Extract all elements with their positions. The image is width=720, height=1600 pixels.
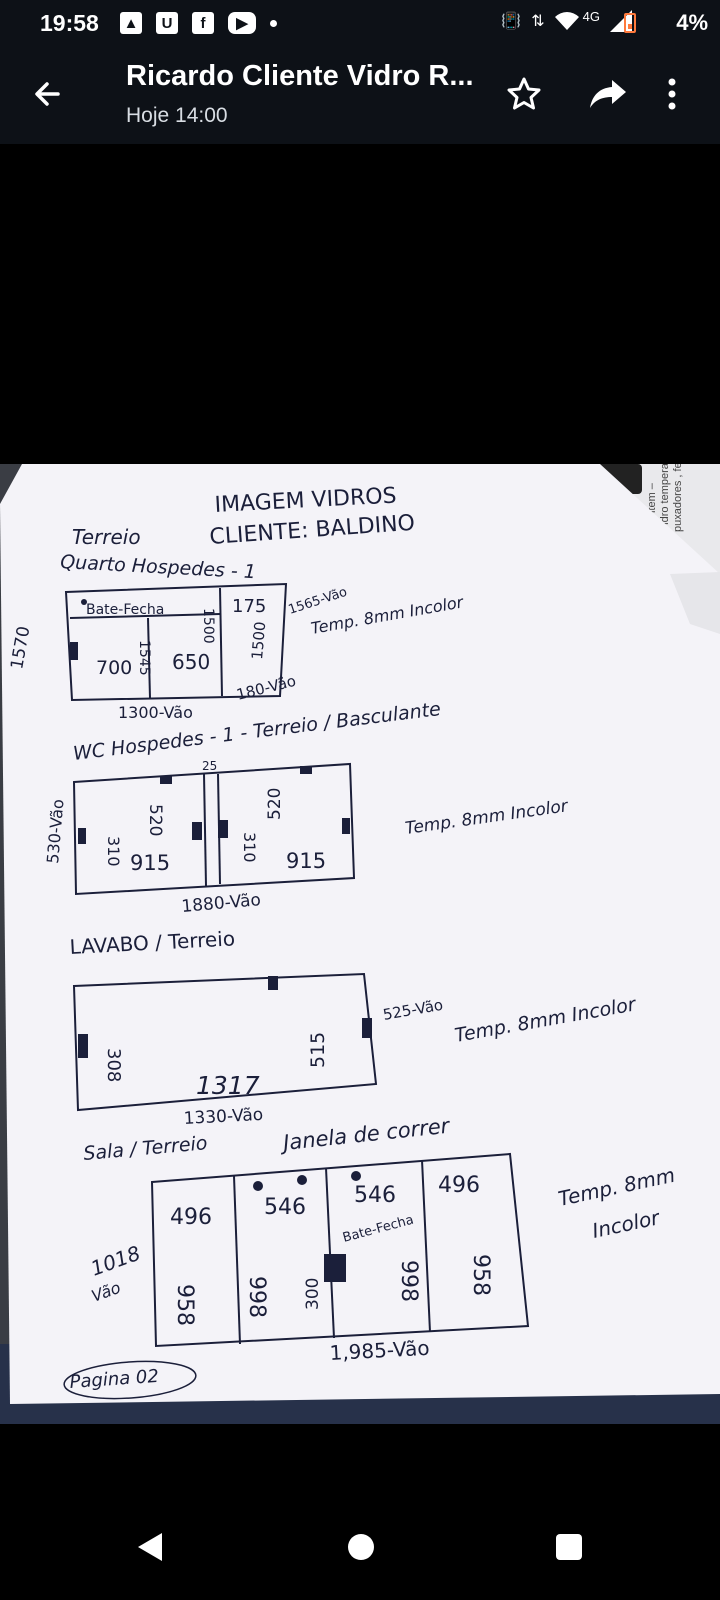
s1-window-drawing <box>64 582 288 702</box>
star-icon[interactable] <box>504 74 544 114</box>
photo[interactable]: 17- item – Vidro tempera puxadores , fe … <box>0 464 720 1424</box>
s1-label-650: 650 <box>172 650 210 674</box>
dot-icon <box>270 20 277 27</box>
s4-label-958b: 958 <box>468 1254 493 1296</box>
s2-label-915b: 915 <box>286 849 326 873</box>
s4-label-546a: 546 <box>264 1195 306 1220</box>
s2-label-915a: 915 <box>130 851 170 875</box>
notification-icons: ▲ U f ▶ <box>120 12 277 34</box>
data-arrows-icon: ⇅ <box>531 13 545 30</box>
app-bar: Ricardo Cliente Vidro R... Hoje 14:00 <box>0 48 720 144</box>
s4-label-546b: 546 <box>354 1183 396 1208</box>
navigation-bar <box>0 1500 720 1600</box>
s4-label-300: 300 <box>303 1278 323 1310</box>
s1-label-bate-fecha: Bate-Fecha <box>86 602 164 618</box>
side-sheet-line-2: Vidro tempera <box>659 464 671 532</box>
s1-label-700: 700 <box>96 657 132 679</box>
s1-label-1300-vao: 1300-Vão <box>118 703 193 722</box>
signal-icon <box>610 10 632 32</box>
share-icon[interactable] <box>586 74 630 114</box>
page-title: Ricardo Cliente Vidro R... <box>126 60 474 92</box>
s1-label-1545: 1545 <box>136 640 152 676</box>
s3-label-515: 515 <box>307 1032 329 1068</box>
back-arrow-icon[interactable] <box>28 74 68 114</box>
recents-square-icon[interactable] <box>556 1534 582 1560</box>
s4-label-496b: 496 <box>438 1173 480 1198</box>
s4-window-drawing <box>150 1152 530 1348</box>
s2-label-25: 25 <box>202 759 217 773</box>
s2-label-520b: 520 <box>265 788 285 820</box>
battery-percent: 4% <box>676 10 708 35</box>
handwritten-sheet: 17- item – Vidro tempera puxadores , fe … <box>0 464 720 1424</box>
s3-label-1317: 1317 <box>196 1071 260 1100</box>
s3-label-1330-vao: 1330-Vão <box>183 1105 263 1129</box>
s4-label-1985-vao: 1,985-Vão <box>329 1336 430 1365</box>
s4-label-496a: 496 <box>170 1205 212 1230</box>
s2-label-310b: 310 <box>240 832 259 863</box>
s1-label-175: 175 <box>232 596 266 617</box>
image-viewer[interactable]: 17- item – Vidro tempera puxadores , fe … <box>0 144 720 1504</box>
vibrate-icon: 📳 <box>501 13 522 30</box>
home-circle-icon[interactable] <box>348 1534 374 1560</box>
gallery-icon: ▲ <box>120 12 142 34</box>
s2-label-520a: 520 <box>145 804 165 836</box>
page-subtitle: Hoje 14:00 <box>126 104 228 127</box>
more-vert-icon[interactable] <box>664 74 680 114</box>
s1-title-1: Terreio <box>72 525 141 549</box>
status-time: 19:58 <box>40 10 99 36</box>
s4-label-998b: 998 <box>396 1260 421 1302</box>
wifi-icon <box>554 12 579 30</box>
u-app-icon: U <box>156 12 178 34</box>
s4-label-958a: 958 <box>172 1284 197 1326</box>
s4-label-998a: 998 <box>244 1276 269 1318</box>
s1-label-1500b: 1500 <box>248 621 269 661</box>
s1-label-1500a: 1500 <box>200 608 216 644</box>
s2-label-310a: 310 <box>104 836 123 867</box>
side-sheet-line-3: puxadores , fe <box>672 464 684 532</box>
status-bar: 19:58 ▲ U f ▶ 📳 ⇅ 4G 4% <box>0 0 720 48</box>
system-icons: 📳 ⇅ 4G <box>501 8 664 32</box>
battery-icon <box>624 13 636 33</box>
s3-window-drawing <box>72 972 378 1112</box>
back-triangle-icon[interactable] <box>136 1532 164 1562</box>
facebook-icon: f <box>192 12 214 34</box>
s3-label-308: 308 <box>103 1048 124 1082</box>
network-type: 4G <box>582 8 600 24</box>
youtube-icon: ▶ <box>228 12 256 34</box>
